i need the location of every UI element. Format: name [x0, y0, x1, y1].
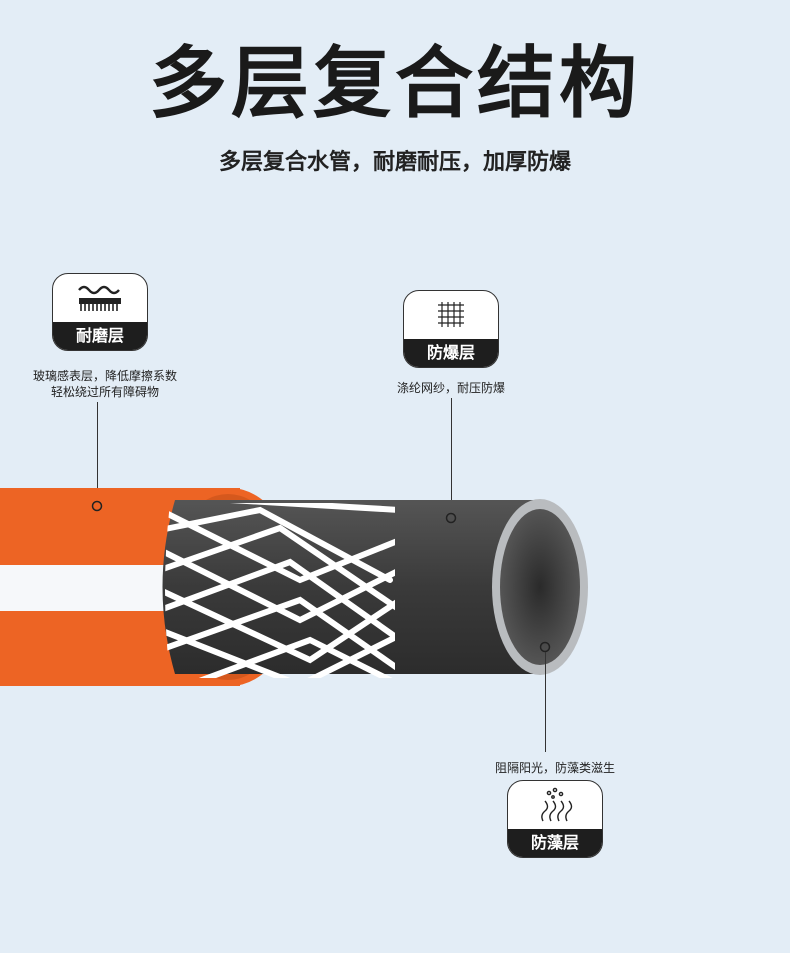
page-subtitle: 多层复合水管，耐磨耐压，加厚防爆: [218, 150, 571, 175]
algae-layer-badge: 防藻层: [507, 780, 603, 858]
wear-layer-desc-2: 轻松绕过所有障碍物: [50, 385, 159, 399]
inner-tube: [162, 499, 588, 675]
algae-icon: [508, 781, 602, 829]
wear-layer-pointer-line: [97, 402, 98, 499]
burst-layer-pointer-line: [451, 398, 452, 513]
wear-layer-badge: 耐磨层: [52, 273, 148, 351]
algae-layer-desc: 阻隔阳光，防藻类滋生: [494, 761, 615, 775]
hose-illustration: [0, 488, 588, 686]
burst-layer-pointer-dot: [445, 512, 457, 524]
algae-layer-label: 防藻层: [508, 829, 602, 857]
wear-layer-label: 耐磨层: [53, 322, 147, 350]
burst-layer-badge: 防爆层: [403, 290, 499, 368]
algae-layer-pointer-dot: [539, 641, 551, 653]
wear-layer-desc-1: 玻璃感表层，降低摩擦系数: [32, 369, 177, 383]
wear-layer-pointer-dot: [91, 500, 103, 512]
burst-layer-label: 防爆层: [404, 339, 498, 367]
algae-layer-pointer-line: [545, 652, 546, 752]
grid-mesh-icon: [404, 291, 498, 339]
wear-layer-icon: [53, 274, 147, 322]
page-title: 多层复合结构: [148, 39, 641, 129]
mesh-layer: [165, 503, 395, 678]
burst-layer-desc: 涤纶网纱，耐压防爆: [396, 381, 505, 395]
